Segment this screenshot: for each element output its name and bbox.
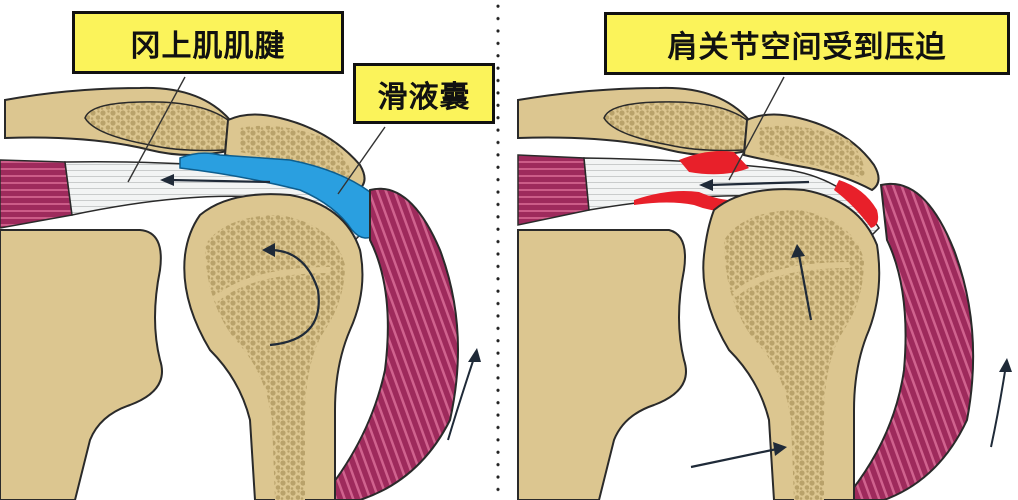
impinged-shoulder-panel: 肩关节空间受到压迫 [509, 0, 1018, 500]
bursa-label: 滑液囊 [353, 63, 495, 124]
inflamed-bursa-lower [634, 191, 799, 212]
deltoid-muscle [318, 187, 459, 500]
panel-divider [496, 0, 500, 500]
inflamed-bursa-side [834, 180, 879, 228]
impinged-shoulder-illustration [509, 0, 1018, 500]
scapula [0, 229, 163, 500]
inflamed-bursa [679, 151, 749, 175]
supraspinatus-tendon-label: 冈上肌肌腱 [72, 11, 344, 74]
scapula [517, 229, 687, 500]
deltoid-muscle [842, 182, 975, 500]
rotation-arrow [269, 248, 320, 347]
normal-shoulder-panel: 冈上肌肌腱 滑液囊 [0, 11, 495, 500]
impingement-label: 肩关节空间受到压迫 [604, 12, 1010, 75]
